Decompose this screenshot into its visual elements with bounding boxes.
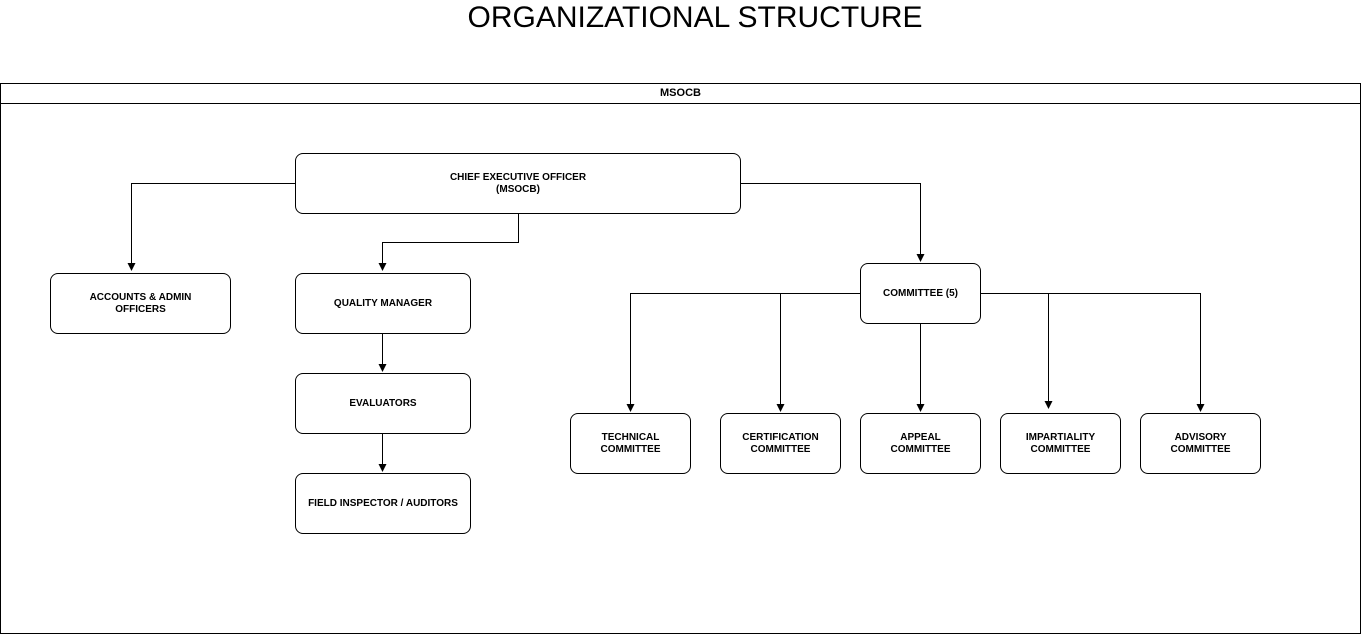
edge-committee-technical — [626, 293, 861, 412]
edge-ceo-committee — [740, 183, 925, 262]
edge-ceo-accounts — [127, 183, 296, 271]
field-inspector-node[interactable]: FIELD INSPECTOR / AUDITORS — [295, 473, 471, 534]
technical-committee-node[interactable]: TECHNICAL COMMITTEE — [570, 413, 691, 474]
quality-manager-node[interactable]: QUALITY MANAGER — [295, 273, 471, 334]
edge-committee-advisory — [1048, 293, 1205, 412]
advisory-committee-node[interactable]: ADVISORY COMMITTEE — [1140, 413, 1261, 474]
impartiality-committee-node[interactable]: IMPARTIALITY COMMITTEE — [1000, 413, 1121, 474]
page-title: ORGANIZATIONAL STRUCTURE — [467, 1, 923, 34]
container-header: MSOCB — [1, 84, 1360, 104]
certification-committee-node[interactable]: CERTIFICATION COMMITTEE — [720, 413, 841, 474]
evaluators-node[interactable]: EVALUATORS — [295, 373, 471, 434]
ceo-node[interactable]: CHIEF EXECUTIVE OFFICER (MSOCB) — [295, 153, 741, 214]
edge-ceo-quality-manager — [378, 213, 519, 271]
accounts-admin-node[interactable]: ACCOUNTS & ADMIN OFFICERS — [50, 273, 231, 334]
appeal-committee-node[interactable]: APPEAL COMMITTEE — [860, 413, 981, 474]
committee-node[interactable]: COMMITTEE (5) — [860, 263, 981, 324]
